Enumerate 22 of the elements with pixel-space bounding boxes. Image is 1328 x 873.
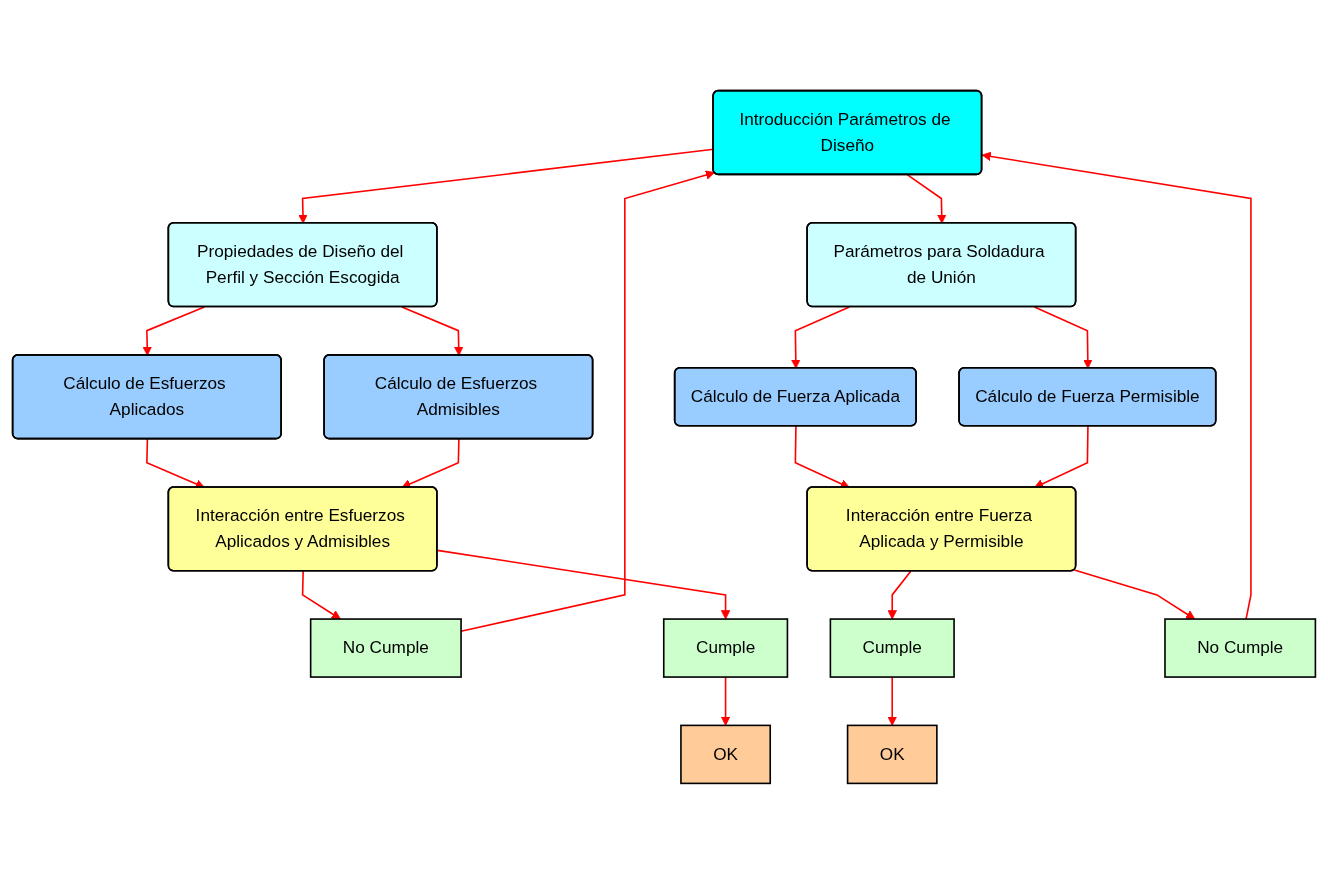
arrow <box>906 173 947 224</box>
node-box: Cumple <box>829 617 955 678</box>
arrow <box>794 424 850 488</box>
arrow <box>791 305 851 369</box>
arrow <box>401 437 460 488</box>
arrow <box>401 305 464 356</box>
arrow <box>887 569 912 619</box>
arrow <box>1033 305 1093 369</box>
node-box: OK <box>846 724 938 784</box>
node-box: OK <box>680 724 772 784</box>
arrow <box>1034 424 1089 488</box>
node-box: No Cumple <box>309 617 462 678</box>
arrow <box>146 437 205 488</box>
node-box: No Cumple <box>1164 617 1317 678</box>
arrow <box>301 569 341 619</box>
arrow <box>720 675 731 726</box>
arrow <box>436 549 731 619</box>
arrow <box>1073 568 1196 619</box>
arrow <box>981 151 1252 620</box>
node-box: Cumple <box>662 617 789 678</box>
arrow <box>142 305 206 356</box>
arrow <box>887 675 897 726</box>
